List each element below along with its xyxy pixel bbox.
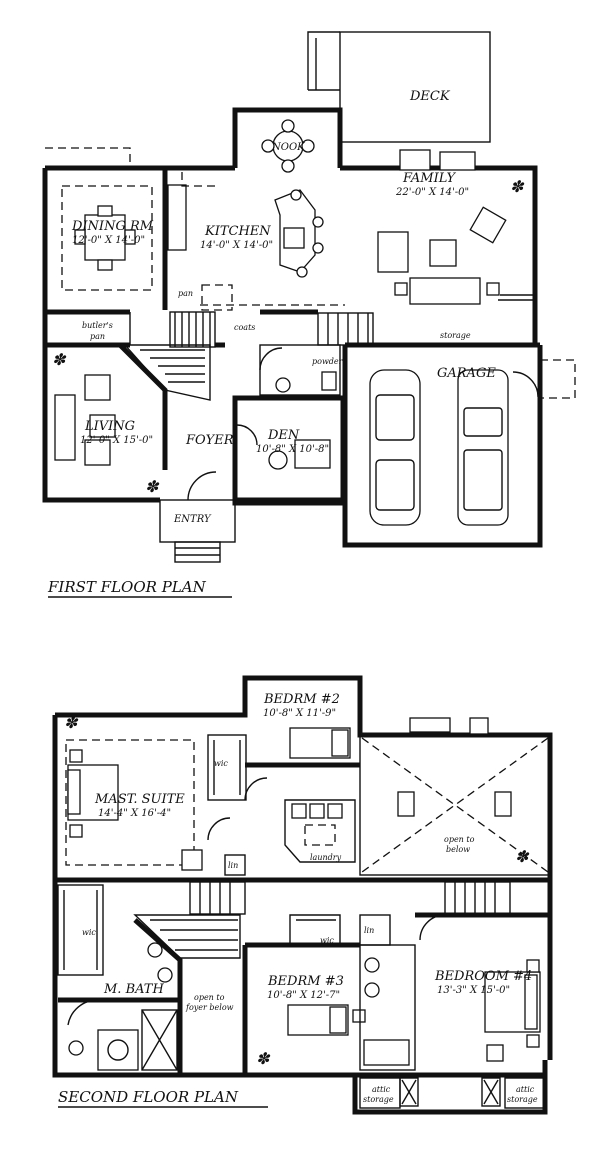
master-bath-angled-wall <box>133 918 183 1075</box>
room-label-living: LIVING <box>84 419 135 434</box>
fireplace <box>399 149 431 171</box>
room-dim-family: 22'-0" X 14'-0" <box>395 187 469 198</box>
attic-storage-right <box>504 1077 546 1109</box>
first-floor-plan: ✽ ✽ ✽ DECK NOOK FAMILY 22'-0" X 14'-0" D… <box>42 31 576 598</box>
plant-icon: ✽ <box>515 847 530 866</box>
room-label-coats: coats <box>234 323 255 332</box>
room-label-bedroom4: BEDROOM #4 <box>434 969 532 984</box>
master-rug <box>65 739 195 866</box>
room-dim-dining: 12'-0" X 14'-0" <box>72 235 145 246</box>
rear-stairs <box>317 312 374 346</box>
dining-rug <box>61 185 153 291</box>
room-label-powder: powder <box>312 357 344 366</box>
room-label-attic-right-2: storage <box>507 1095 538 1104</box>
room-label-open-foyer-2: foyer below <box>185 1003 234 1012</box>
room-label-deck: DECK <box>409 89 451 104</box>
garage-car-left <box>369 369 421 526</box>
kitchen-counter-left <box>167 184 187 251</box>
room-label-storage: storage <box>440 331 471 340</box>
bathtub <box>97 1029 139 1071</box>
room-label-nook: NOOK <box>271 142 305 153</box>
living-sofa <box>54 394 76 461</box>
room-label-attic-left-2: storage <box>363 1095 394 1104</box>
room-label-butlers-pan: pan <box>90 332 105 341</box>
room-dim-den: 10'-8" X 10'-8" <box>256 444 329 455</box>
room-dim-master-suite: 14'-4" X 16'-4" <box>98 808 171 819</box>
main-stairs <box>169 311 216 348</box>
plant-icon: ✽ <box>145 477 160 496</box>
room-label-family: FAMILY <box>402 171 457 186</box>
second-floor-plan: ✽ ✽ ✽ BEDRM #2 10'-8" X 11'-9" wic MAST.… <box>52 675 553 1115</box>
room-label-open-below-2: below <box>446 845 470 854</box>
room-label-butlers: butler's <box>82 321 113 330</box>
room-label-master-suite: MAST. SUITE <box>94 792 185 807</box>
garage-car-right <box>457 369 509 526</box>
room-dim-bedrm2: 10'-8" X 11'-9" <box>263 708 336 719</box>
room-label-dining: DINING RM <box>71 219 154 234</box>
room-dim-bedrm3: 10'-8" X 12'-7" <box>267 990 340 1001</box>
open-to-below-area <box>359 734 551 876</box>
plant-icon: ✽ <box>256 1049 271 1068</box>
plant-icon: ✽ <box>52 350 67 369</box>
room-label-bedrm2: BEDRM #2 <box>263 692 340 707</box>
room-label-laundry: laundry <box>310 853 342 862</box>
room-label-wic-mid: wic <box>320 936 334 945</box>
room-label-den: DEN <box>267 428 300 443</box>
wic-left-closet <box>57 884 104 976</box>
room-dim-bedroom4: 13'-3" X 15'-0" <box>437 985 510 996</box>
room-label-lin-top: lin <box>228 861 238 870</box>
plant-icon: ✽ <box>64 713 79 732</box>
room-label-master-bath: M. BATH <box>103 982 164 997</box>
deck-area <box>339 31 491 143</box>
den-walls <box>232 395 346 506</box>
shared-bath <box>359 944 416 1071</box>
room-label-wic-top: wic <box>214 759 228 768</box>
room-label-garage: GARAGE <box>437 366 496 381</box>
laundry-room <box>284 799 356 863</box>
room-label-attic-right: attic <box>516 1085 535 1094</box>
roof-line-left <box>45 147 131 165</box>
first-floor-title: FIRST FLOOR PLAN <box>47 578 207 596</box>
attic-hatch-right <box>481 1077 501 1107</box>
deck-stairs <box>307 31 340 90</box>
family-sofa <box>409 277 481 305</box>
room-label-pan: pan <box>178 289 193 298</box>
nook-table <box>261 119 315 173</box>
plant-icon: ✽ <box>510 177 525 196</box>
room-label-kitchen: KITCHEN <box>204 224 271 239</box>
room-label-lin-mid: lin <box>364 926 374 935</box>
room-dim-living: 12'-0" X 15'-0" <box>80 435 153 446</box>
room-label-wic-left: wic <box>82 928 96 937</box>
room-label-attic-left: attic <box>372 1085 391 1094</box>
second-floor-title: SECOND FLOOR PLAN <box>58 1088 239 1106</box>
room-dim-kitchen: 14'-0" X 14'-0" <box>200 240 273 251</box>
attic-hatch-left <box>399 1077 419 1107</box>
nook-walls <box>232 107 343 168</box>
room-label-foyer: FOYER <box>185 433 234 448</box>
room-label-open-foyer: open to <box>194 993 225 1002</box>
room-label-bedrm3: BEDRM #3 <box>267 974 344 989</box>
upper-stairs <box>189 881 511 915</box>
room-label-open-below: open to <box>444 835 475 844</box>
room-label-entry: ENTRY <box>173 514 212 525</box>
